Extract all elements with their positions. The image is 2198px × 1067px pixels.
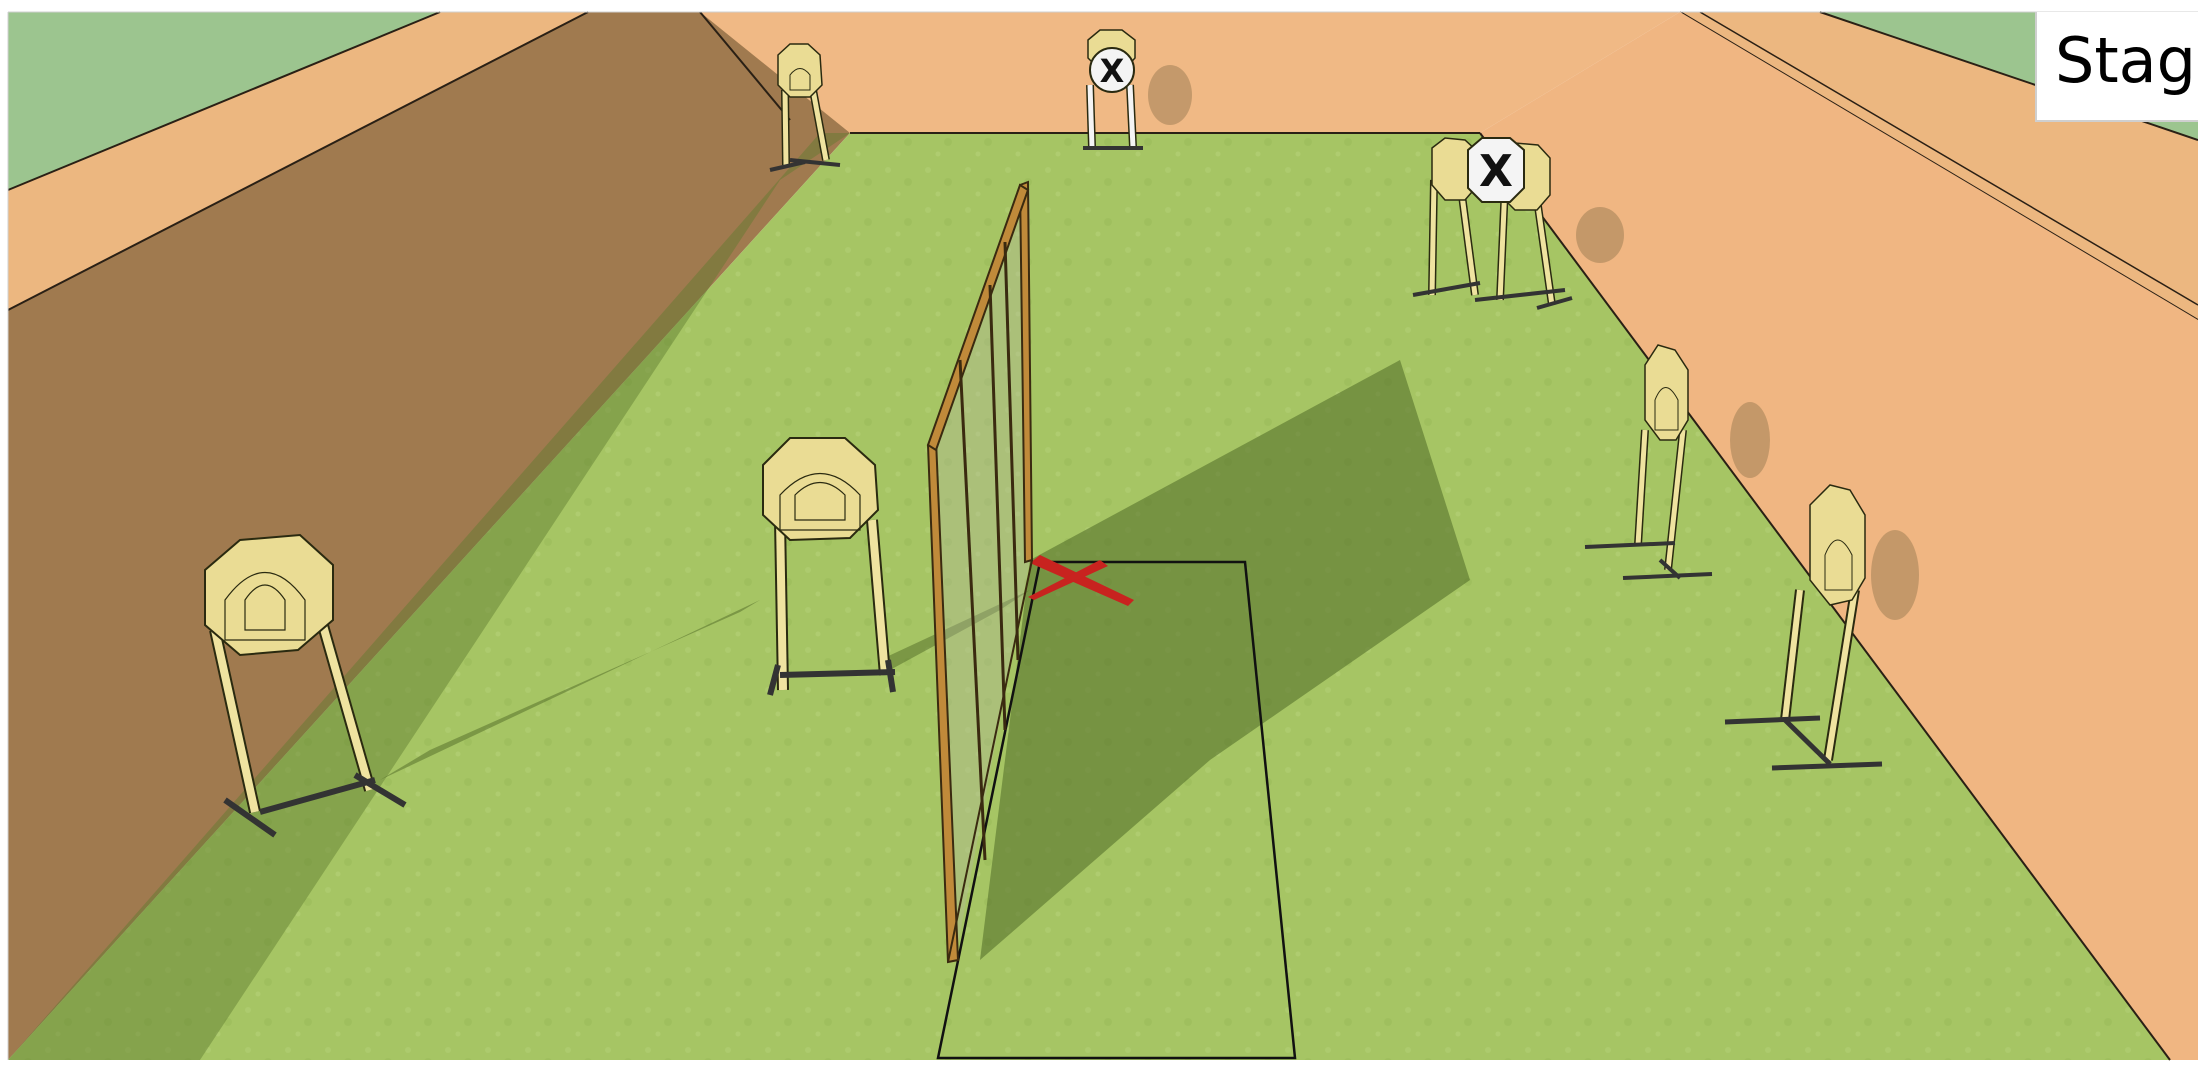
no-shoot-2: X xyxy=(1468,138,1524,202)
no-shoot-2-mark: X xyxy=(1479,146,1513,197)
stage-title-box: Stage xyxy=(2035,12,2198,122)
stage-title: Stage xyxy=(2055,30,2198,92)
no-shoot-1-mark: X xyxy=(1100,52,1125,90)
target-shadow-right-1 xyxy=(1730,402,1770,478)
target-shadow-right-2 xyxy=(1871,530,1919,620)
target-shadow-back-2 xyxy=(1576,207,1624,263)
target-shadow-back-1 xyxy=(1148,65,1192,125)
